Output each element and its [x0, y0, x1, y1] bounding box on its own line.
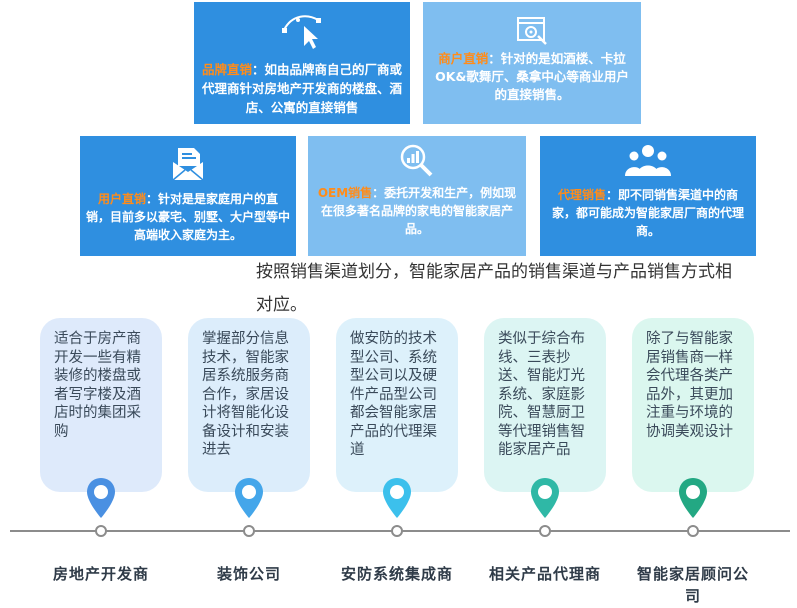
timeline-dot	[95, 525, 107, 537]
channel-label-consultant: 智能家居顾问公司	[636, 565, 749, 605]
caption: 按照销售渠道划分，智能家居产品的销售渠道与产品销售方式相对应。	[256, 262, 732, 315]
envelope-letter-icon	[172, 148, 204, 181]
location-pin-icon	[531, 478, 559, 518]
box-text: ：如由品牌商自己的厂商或代理商针对房地产开发商的楼盘、酒店、公寓的直接销售	[201, 62, 403, 115]
box-text: ：委托开发和生产，例如现在很多著名品牌的家电的智能家居产品。	[320, 186, 517, 236]
channel-box-agent: 代理销售：即不同销售渠道中的商家，都可能成为智能家居厂商的代理商。	[540, 136, 756, 256]
channel-label-related-agent: 相关产品代理商	[488, 565, 601, 583]
location-pin-icon	[235, 478, 263, 518]
people-group-icon	[625, 145, 671, 176]
box-title: OEM销售	[317, 186, 373, 200]
location-pin-icon	[87, 478, 115, 518]
timeline-dot	[391, 525, 403, 537]
settings-screen-icon	[517, 17, 547, 45]
channel-card-decoration: 掌握部分信息技术，智能家居系统服务商合作，家居设计将智能化设备设计和安装进去	[188, 318, 310, 492]
bezier-pen-cursor-icon	[282, 15, 321, 49]
channel-box-oem: OEM销售：委托开发和生产，例如现在很多著名品牌的家电的智能家居产品。	[308, 136, 526, 256]
channel-card-consultant: 除了与智能家居销售商一样会代理各类产品外，其更加注重与环境的协调美观设计	[632, 318, 754, 492]
box-text: ：针对是是家庭用户的直销，目前多以豪宅、别墅、大户型等中高端收入家庭为主。	[86, 192, 291, 242]
channel-label-decoration: 装饰公司	[216, 565, 281, 583]
channel-card-related-agent: 类似于综合布线、三表抄送、智能灯光系统、家庭影院、智慧厨卫等代理销售智能家居产品	[484, 318, 606, 492]
channel-box-user-direct: 用户直销：针对是是家庭用户的直销，目前多以豪宅、别墅、大户型等中高端收入家庭为主…	[80, 136, 296, 256]
channel-label-real-estate: 房地产开发商	[52, 565, 149, 583]
timeline-dot	[687, 525, 699, 537]
channel-card-security-integrator: 做安防的技术型公司、系统型公司以及硬件产品型公司都会智能家居产品的代理渠道	[336, 318, 458, 492]
channel-box-brand-direct: 品牌直销：如由品牌商自己的厂商或代理商针对房地产开发商的楼盘、酒店、公寓的直接销…	[194, 2, 410, 124]
timeline-dot	[539, 525, 551, 537]
channel-box-merchant-direct: 商户直销：针对的是如酒楼、卡拉OK&歌舞厅、桑拿中心等商业用户的直接销售。	[423, 2, 641, 124]
box-title: 代理销售	[557, 188, 606, 202]
location-pin-icon	[679, 478, 707, 518]
channel-card-real-estate: 适合于房产商开发一些有精装修的楼盘或者写字楼及酒店时的集团采购	[40, 318, 162, 492]
channel-label-security-integrator: 安防系统集成商	[340, 565, 453, 583]
timeline-dot	[243, 525, 255, 537]
location-pin-icon	[383, 478, 411, 518]
magnifier-chart-icon	[400, 144, 433, 177]
box-title: 商户直销	[438, 51, 489, 66]
box-text: ：针对的是如酒楼、卡拉OK&歌舞厅、桑拿中心等商业用户的直接销售。	[435, 51, 629, 102]
box-title: 用户直销	[97, 192, 146, 206]
box-text: ：即不同销售渠道中的商家，都可能成为智能家居厂商的代理商。	[551, 188, 744, 238]
box-title: 品牌直销	[201, 62, 252, 77]
